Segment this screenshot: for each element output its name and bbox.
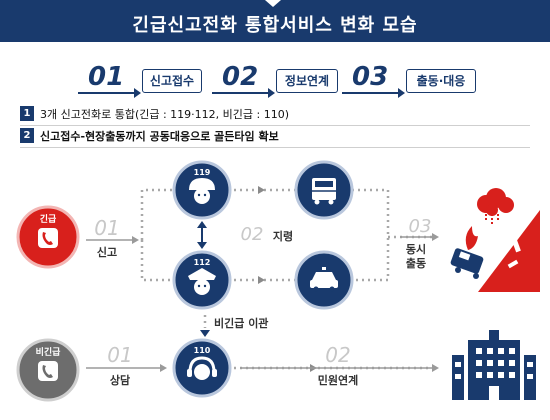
- bullet-2-number: 2: [20, 128, 34, 143]
- arrowhead-119: [258, 186, 265, 194]
- emergency-step3-label-line1: 동시: [406, 243, 426, 256]
- emergency-badge: 긴급: [16, 205, 80, 269]
- step-2-underline: [212, 92, 270, 94]
- center-119-label: 119: [194, 168, 211, 177]
- police-officer-icon: [188, 268, 216, 295]
- step-3-number: 03: [352, 62, 389, 92]
- connector-to-119: [140, 188, 175, 240]
- center-112-label: 112: [194, 258, 211, 267]
- bullet-1-number: 1: [20, 106, 34, 121]
- bullet-1: 1 3개 신고전화로 통합(긴급 : 119·112, 비긴급 : 110): [20, 106, 530, 122]
- phone-icon: [38, 361, 58, 381]
- emergency-step2-number: 02: [241, 224, 264, 245]
- headset-agent-icon: [187, 356, 217, 380]
- emergency-step3-number: 03: [409, 216, 432, 237]
- non-emergency-step2-label: 민원연계: [318, 373, 358, 387]
- step-3-arrow: [398, 88, 405, 98]
- center-119: 119: [172, 160, 232, 220]
- step-2-arrow: [268, 88, 275, 98]
- emergency-step3-label-line2: 출동: [406, 256, 426, 270]
- step-1-underline: [78, 92, 136, 94]
- center-110: 110: [172, 338, 232, 398]
- bullet-divider-bottom: [20, 147, 530, 148]
- emergency-step3-arrowhead: [432, 233, 439, 241]
- emergency-step1-number: 01: [94, 216, 119, 240]
- transfer-arrowhead: [200, 330, 210, 337]
- bullet-2: 2 신고접수-현장출동까지 공동대응으로 골든타임 확보: [20, 128, 530, 144]
- fire-truck-icon: [312, 178, 336, 205]
- arrowhead-112: [258, 276, 265, 284]
- police-car-node: [294, 250, 354, 310]
- transfer-label: 비긴급 이관: [214, 316, 268, 330]
- non-emergency-badge: 비긴급: [16, 338, 80, 402]
- step-2-number: 02: [222, 62, 259, 92]
- connector-vehicles: [352, 188, 390, 282]
- step-3-label: 출동·대응: [406, 69, 476, 93]
- government-building-icon: [452, 330, 536, 400]
- bullet-divider: [20, 125, 530, 126]
- header-bar: [0, 0, 550, 42]
- bullet-2-text: 신고접수-현장출동까지 공동대응으로 골든타임 확보: [40, 130, 279, 143]
- firefighter-icon: [189, 178, 215, 204]
- non-emergency-step2-arrowhead: [432, 364, 439, 372]
- step-1-number: 01: [88, 62, 125, 92]
- emergency-step1-arrowhead: [132, 236, 139, 244]
- non-emergency-step2-number: 02: [325, 343, 350, 367]
- police-car-icon: [310, 267, 338, 292]
- phone-icon: [38, 228, 58, 248]
- center-110-label: 110: [194, 346, 211, 355]
- emergency-step2-label: 지령: [273, 229, 293, 243]
- emergency-step1-label: 신고: [97, 245, 117, 259]
- non-emergency-step1-arrowhead: [160, 364, 167, 372]
- non-emergency-step1-label: 상담: [110, 373, 130, 387]
- link-119-112: [197, 221, 207, 249]
- step-2-label: 정보연계: [276, 69, 338, 93]
- emergency-badge-label: 긴급: [40, 213, 57, 225]
- step-1-arrow: [134, 88, 141, 98]
- connector-to-112: [140, 240, 175, 282]
- header-notch: [265, 0, 281, 7]
- page-title: 긴급신고전화 통합서비스 변화 모습: [132, 15, 418, 36]
- center-112: 112: [172, 250, 232, 310]
- fire-accident-icon: [450, 188, 540, 292]
- fire-truck-node: [294, 160, 354, 220]
- bullet-1-text: 3개 신고전화로 통합(긴급 : 119·112, 비긴급 : 110): [40, 108, 290, 121]
- step-1-label: 신고접수: [142, 69, 202, 93]
- non-emergency-step1-number: 01: [107, 343, 132, 367]
- non-emergency-badge-label: 비긴급: [36, 346, 62, 358]
- step-3-underline: [342, 92, 400, 94]
